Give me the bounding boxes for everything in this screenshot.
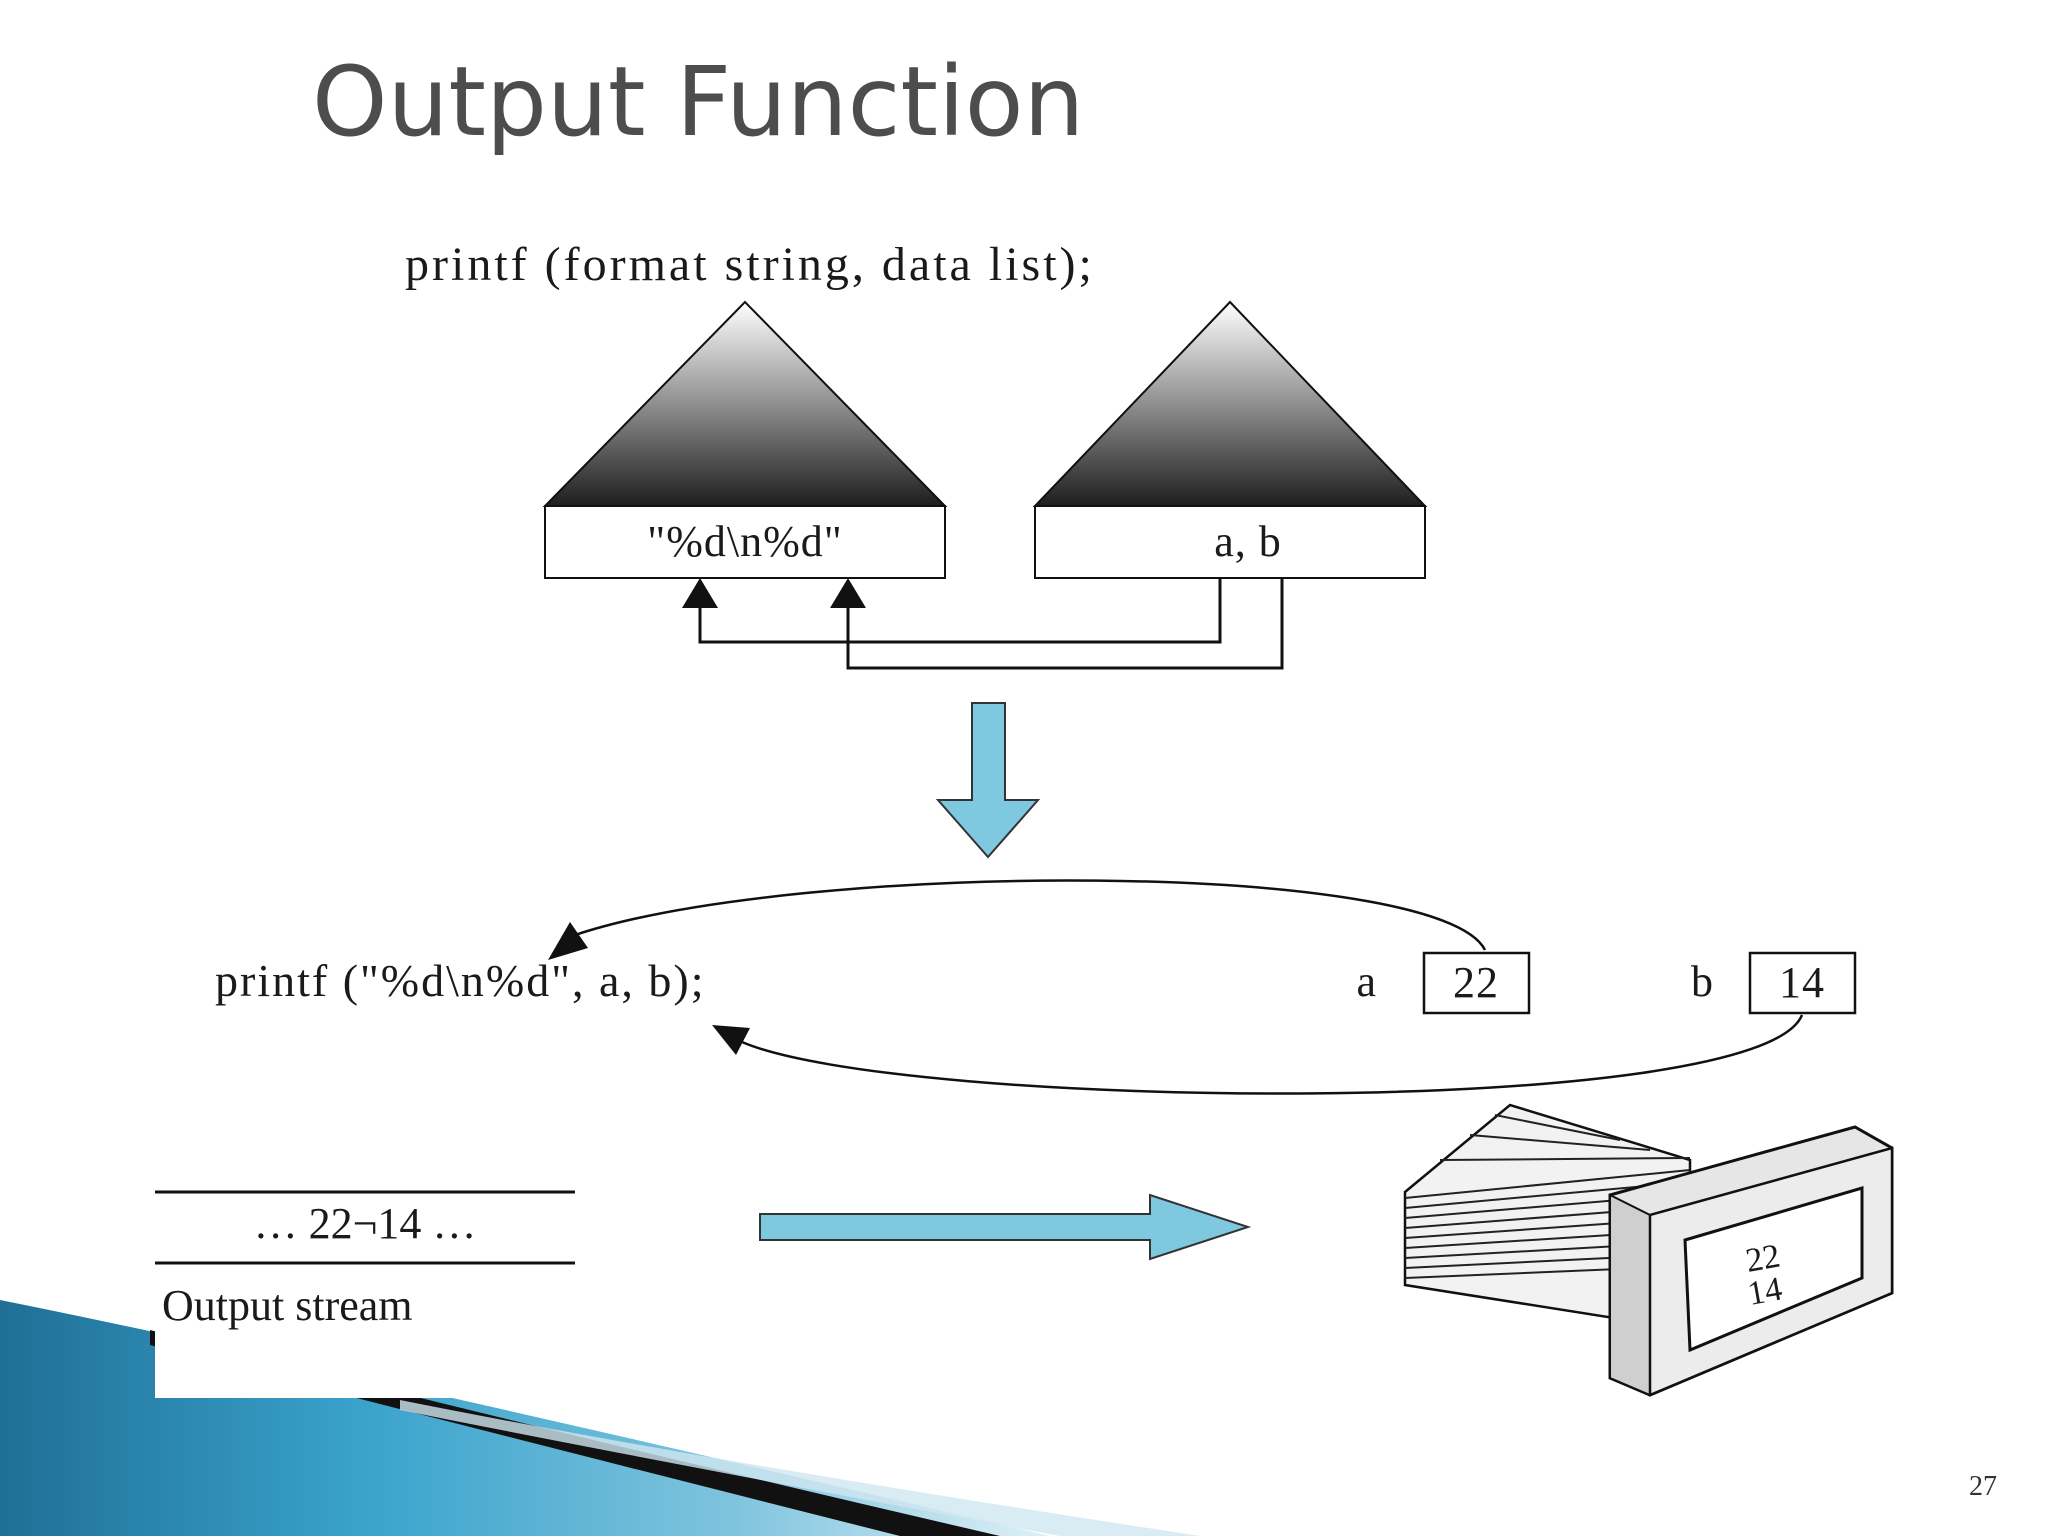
slide-title: Output Function	[312, 46, 1084, 158]
printf-call-statement: printf ("%d\n%d", a, b);	[215, 955, 706, 1006]
output-stream-content: … 22¬14 …	[254, 1199, 477, 1248]
output-stream: … 22¬14 … Output stream	[155, 1190, 585, 1398]
connector-arrowhead-a	[682, 578, 718, 608]
screen-line-1: 22	[1743, 1238, 1783, 1280]
variable-a-value: 22	[1453, 958, 1499, 1007]
variable-a-name: a	[1356, 957, 1377, 1006]
curve-arrow-a-head	[548, 922, 588, 960]
data-list-box-text: a, b	[1214, 517, 1282, 566]
variable-b-name: b	[1691, 957, 1714, 1006]
curve-arrow-b	[741, 1014, 1804, 1095]
connector-arrowhead-b	[830, 578, 866, 608]
mapping-connectors	[698, 578, 1284, 670]
format-string-box-text: "%d\n%d"	[647, 517, 842, 566]
printf-general-form: printf (format string, data list);	[405, 238, 1095, 291]
variable-b-value: 14	[1779, 958, 1825, 1007]
variable-a-box	[1422, 951, 1531, 1015]
screen-line-2: 14	[1745, 1271, 1785, 1313]
page-number: 27	[1969, 1471, 1997, 1502]
monitor-icon: 22 14	[1403, 1103, 1894, 1397]
curve-arrow-a	[574, 879, 1487, 951]
blue-down-arrow	[935, 702, 1041, 859]
data-list-block: a, b	[1032, 300, 1428, 579]
format-string-block: "%d\n%d"	[542, 300, 948, 579]
curve-arrow-b-head	[712, 1025, 750, 1055]
blue-right-arrow	[759, 1193, 1252, 1261]
variable-b-box	[1748, 951, 1857, 1015]
output-stream-label: Output stream	[162, 1281, 413, 1330]
